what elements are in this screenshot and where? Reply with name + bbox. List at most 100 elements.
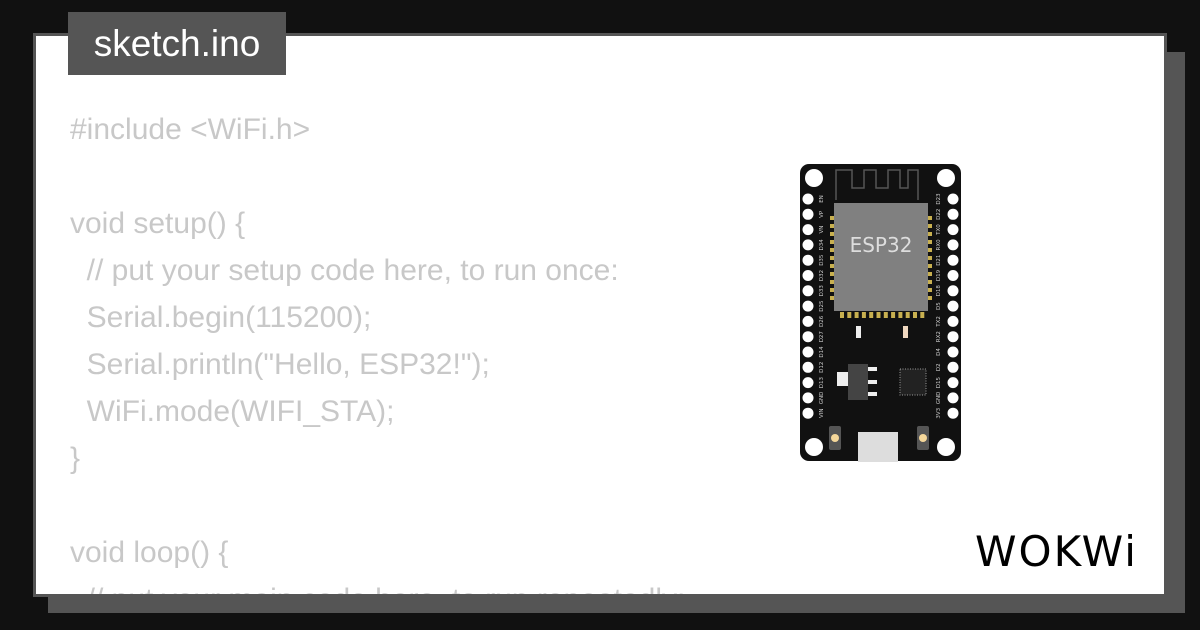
pin-vin[interactable]: [802, 407, 814, 419]
chip-pad: [840, 312, 844, 318]
code-line: // put your setup code here, to run once…: [70, 254, 619, 287]
chip-pad: [928, 272, 932, 276]
pin-rx0[interactable]: [947, 239, 959, 251]
pin-d27[interactable]: [802, 331, 814, 343]
pin-label: D4: [936, 348, 942, 356]
file-tab-title: sketch.ino: [68, 12, 286, 75]
chip-pad: [876, 312, 881, 318]
chip-pad: [883, 312, 888, 318]
pin-label: VN: [819, 226, 825, 234]
pin-label: 3V3: [936, 407, 942, 418]
pin-d5[interactable]: [947, 300, 959, 312]
button-cap[interactable]: [919, 434, 927, 442]
mounting-hole: [937, 169, 955, 187]
pin-label: D2: [936, 363, 942, 371]
chip-pad: [830, 272, 834, 276]
pin-label: D27: [819, 331, 825, 343]
pin-3v3[interactable]: [947, 407, 959, 419]
pin-tx2[interactable]: [947, 315, 959, 327]
chip-label: ESP32: [850, 233, 913, 257]
pin-label: D12: [819, 362, 825, 373]
code-line: Serial.println("Hello, ESP32!");: [70, 348, 490, 381]
pin-label: TX2: [936, 316, 942, 328]
pin-d35[interactable]: [802, 254, 814, 266]
pin-label: EN: [819, 195, 825, 203]
chip-pad: [898, 312, 903, 318]
usb-port[interactable]: [858, 432, 898, 462]
chip-pad: [861, 312, 866, 318]
code-line: Serial.begin(115200);: [70, 301, 372, 334]
chip-pad: [830, 288, 834, 292]
pin-gnd[interactable]: [802, 392, 814, 404]
pin-vn[interactable]: [802, 224, 814, 236]
pin-d26[interactable]: [802, 315, 814, 327]
pin-label: VIN: [819, 408, 825, 418]
pin-rx2[interactable]: [947, 331, 959, 343]
chip-pad: [830, 232, 834, 236]
chip-pad: [830, 264, 834, 268]
code-line: }: [70, 442, 81, 475]
button-cap[interactable]: [831, 434, 839, 442]
pin-label: D15: [936, 376, 942, 388]
chip-pad: [830, 296, 834, 300]
pin-d23[interactable]: [947, 193, 959, 205]
regulator-pin: [868, 380, 877, 384]
code-line: [70, 153, 685, 200]
pin-label: VP: [819, 210, 825, 218]
pin-d21[interactable]: [947, 254, 959, 266]
esp32-board: ESP32ENVPVND34D35D32D33D25D26D27D14D12D1…: [800, 164, 961, 462]
pin-label: D26: [819, 315, 825, 327]
pin-d18[interactable]: [947, 285, 959, 297]
code-line: // put your main code here, to run repea…: [70, 576, 686, 594]
code-editor: #include <WiFi.h> void setup() { // put y…: [70, 106, 686, 594]
pin-d33[interactable]: [802, 285, 814, 297]
pin-d32[interactable]: [802, 270, 814, 281]
chip-pad: [928, 232, 932, 236]
chip-pad: [830, 240, 834, 244]
pin-label: GND: [819, 392, 825, 405]
chip-pad: [830, 256, 834, 260]
pin-d2[interactable]: [947, 361, 959, 373]
pin-label: D23: [936, 193, 942, 205]
chip-pad: [928, 288, 932, 292]
pin-label: D35: [819, 254, 825, 266]
code-line: void setup() {: [70, 207, 246, 240]
pin-label: D33: [819, 285, 825, 297]
pin-vp[interactable]: [802, 208, 814, 220]
pin-d12[interactable]: [802, 361, 814, 373]
chip-pad: [928, 248, 932, 252]
pin-tx0[interactable]: [947, 224, 959, 236]
mounting-hole: [805, 169, 823, 187]
chip-pad: [830, 280, 834, 284]
code-card: #include <WiFi.h> void setup() { // put y…: [33, 33, 1167, 597]
pin-d14[interactable]: [802, 346, 814, 358]
pin-label: D19: [936, 269, 942, 281]
chip-pad: [928, 280, 932, 284]
code-line: [70, 482, 685, 529]
led: [903, 326, 908, 338]
pin-d4[interactable]: [947, 346, 959, 358]
usb-uart-chip: [899, 368, 927, 396]
pin-d19[interactable]: [947, 270, 959, 281]
code-line: #include <WiFi.h>: [70, 113, 311, 146]
chip-pad: [830, 216, 834, 220]
mounting-hole: [937, 438, 955, 456]
pin-d34[interactable]: [802, 239, 814, 251]
pin-en[interactable]: [802, 193, 814, 205]
pin-d25[interactable]: [802, 300, 814, 312]
pin-d13[interactable]: [802, 377, 814, 389]
chip-pad: [928, 264, 932, 268]
pin-label: GND: [936, 392, 942, 405]
pin-gnd[interactable]: [947, 392, 959, 404]
pin-label: D5: [936, 302, 942, 310]
wokwi-logo: WOKWi: [975, 527, 1138, 576]
chip-pad: [928, 296, 932, 300]
pin-d22[interactable]: [947, 208, 959, 220]
pin-label: RX2: [936, 331, 942, 342]
pin-d15[interactable]: [947, 377, 959, 389]
chip-pad: [905, 312, 910, 318]
voltage-regulator: [848, 364, 868, 400]
pin-label: D13: [819, 376, 825, 388]
pin-label: D32: [819, 270, 825, 281]
regulator-pin: [868, 367, 877, 371]
